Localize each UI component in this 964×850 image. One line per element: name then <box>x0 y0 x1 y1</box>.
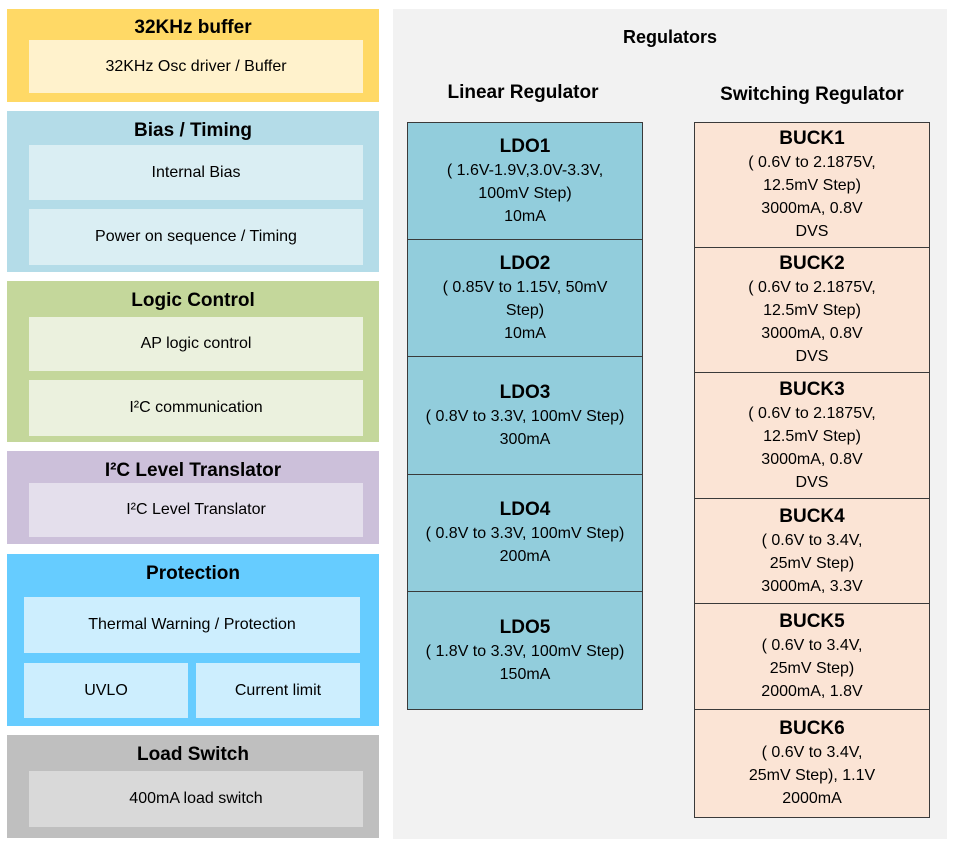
buffer-block: 32KHz buffer 32KHz Osc driver / Buffer <box>7 9 379 102</box>
ldo-box-4: LDO4 ( 0.8V to 3.3V, 100mV Step) 200mA <box>408 475 642 592</box>
ldo-box-spec-line: ( 0.8V to 3.3V, 100mV Step) <box>425 407 625 425</box>
ldo-box-1: LDO1 ( 1.6V-1.9V,3.0V-3.3V, 100mV Step) 10m… <box>408 123 642 240</box>
internal-bias: Internal Bias <box>29 145 363 200</box>
ldo-box-spec-line: 150mA <box>499 665 551 683</box>
buck-box-5: BUCK5 ( 0.6V to 3.4V, 25mV Step) 2000mA, 1.… <box>695 604 929 710</box>
ldo-box-3: LDO3 ( 0.8V to 3.3V, 100mV Step) 300mA <box>408 357 642 475</box>
thermal-warning: Thermal Warning / Protection <box>24 597 360 653</box>
buck-box-2: BUCK2 ( 0.6V to 2.1875V, 12.5mV Step) 3000m… <box>695 248 929 373</box>
buck-box-4: BUCK4 ( 0.6V to 3.4V, 25mV Step) 3000mA, 3.… <box>695 499 929 604</box>
ap-logic-control: AP logic control <box>29 317 363 371</box>
buck-box-spec-line: ( 0.6V to 3.4V, <box>761 744 863 761</box>
buck-box-spec-line: ( 0.6V to 2.1875V, <box>748 154 876 171</box>
i2c-communication: I²C communication <box>29 380 363 436</box>
load-switch-400ma: 400mA load switch <box>29 771 363 827</box>
ldo-box-spec-line: 10mA <box>504 324 546 342</box>
buck-box-spec-line: 2000mA <box>782 790 842 807</box>
linear-regulator-title: Linear Regulator <box>447 82 599 103</box>
buck-box-spec-line: 3000mA, 0.8V <box>761 325 863 342</box>
buck-box-name: BUCK5 <box>779 611 845 632</box>
buck-box-spec-line: 3000mA, 0.8V <box>761 200 863 217</box>
buck-box-spec-line: 25mV Step) <box>769 554 855 572</box>
i2c-translator-title: I²C Level Translator <box>104 460 282 481</box>
buck-box-name: BUCK3 <box>779 378 845 400</box>
power-on-sequence: Power on sequence / Timing <box>29 209 363 265</box>
logic-control-block: Logic Control AP logic control I²C commu… <box>7 281 379 442</box>
switching-regulator-title: Switching Regulator <box>720 84 904 105</box>
ldo-box-2: LDO2 ( 0.85V to 1.15V, 50mV Step) 10mA <box>408 240 642 357</box>
osc-driver-buffer: 32KHz Osc driver / Buffer <box>29 40 363 93</box>
buck-box-spec-line: 12.5mV Step) <box>763 177 861 194</box>
current-limit: Current limit <box>196 663 360 718</box>
protection-title: Protection <box>146 563 240 584</box>
buck-box-spec-line: 25mV Step), 1.1V <box>748 767 876 784</box>
ldo-box-spec-line: ( 1.8V to 3.3V, 100mV Step) <box>425 642 625 660</box>
buck-box-spec-line: DVS <box>795 473 829 491</box>
buck-box-spec-line: ( 0.6V to 3.4V, <box>761 531 863 549</box>
bias-timing-block: Bias / Timing Internal Bias Power on seq… <box>7 111 379 272</box>
buck-box-spec-line: DVS <box>795 348 829 365</box>
ldo-box-name: LDO3 <box>499 381 551 403</box>
ldo-box-spec-line: 10mA <box>504 207 546 225</box>
ldo-box-spec-line: 300mA <box>499 430 551 448</box>
i2c-level-translator: I²C Level Translator <box>29 483 363 537</box>
buck-box-spec-line: ( 0.6V to 2.1875V, <box>748 279 876 296</box>
protection-block: Protection Thermal Warning / Protection … <box>7 554 379 726</box>
buck-box-spec-line: 25mV Step) <box>769 660 855 677</box>
ldo-box-spec-line: 200mA <box>499 548 551 565</box>
buck-box-6: BUCK6 ( 0.6V to 3.4V, 25mV Step), 1.1V 2000… <box>695 710 929 817</box>
load-switch-title: Load Switch <box>137 744 249 765</box>
ldo-box-spec-line: ( 1.6V-1.9V,3.0V-3.3V, <box>446 161 604 179</box>
buck-box-spec-line: 12.5mV Step) <box>763 302 861 319</box>
buck-box-name: BUCK4 <box>779 505 845 527</box>
ldo-box-name: LDO1 <box>499 135 551 157</box>
ldo-stack: LDO1 ( 1.6V-1.9V,3.0V-3.3V, 100mV Step) 10m… <box>407 122 643 710</box>
ldo-box-spec-line: ( 0.85V to 1.15V, 50mV <box>442 278 608 296</box>
ldo-box-spec-line: Step) <box>505 301 545 319</box>
buck-box-name: BUCK6 <box>779 718 845 739</box>
ldo-box-spec-line: ( 0.8V to 3.3V, 100mV Step) <box>425 525 625 542</box>
regulators-panel: Regulators Linear Regulator Switching Re… <box>393 9 947 839</box>
buck-stack: BUCK1 ( 0.6V to 2.1875V, 12.5mV Step) 3000m… <box>694 122 930 818</box>
buck-box-spec-line: 2000mA, 1.8V <box>761 683 863 700</box>
buck-box-spec-line: 3000mA, 3.3V <box>761 577 863 595</box>
uvlo: UVLO <box>24 663 188 718</box>
ldo-box-name: LDO2 <box>499 252 551 274</box>
ldo-box-5: LDO5 ( 1.8V to 3.3V, 100mV Step) 150mA <box>408 592 642 709</box>
ldo-box-spec-line: 100mV Step) <box>478 184 572 202</box>
buck-box-name: BUCK2 <box>779 253 845 274</box>
buck-box-spec-line: 3000mA, 0.8V <box>761 450 863 468</box>
buck-box-spec-line: ( 0.6V to 3.4V, <box>761 637 863 654</box>
buck-box-spec-line: 12.5mV Step) <box>763 427 861 445</box>
buck-box-name: BUCK1 <box>779 128 845 149</box>
buck-box-spec-line: DVS <box>795 223 829 240</box>
buck-box-3: BUCK3 ( 0.6V to 2.1875V, 12.5mV Step) 3000m… <box>695 373 929 499</box>
buck-box-1: BUCK1 ( 0.6V to 2.1875V, 12.5mV Step) 3000m… <box>695 123 929 248</box>
buffer-block-title: 32KHz buffer <box>134 17 252 38</box>
load-switch-block: Load Switch 400mA load switch <box>7 735 379 838</box>
ldo-box-name: LDO4 <box>499 499 551 520</box>
regulators-title: Regulators <box>622 27 718 47</box>
ldo-box-name: LDO5 <box>499 616 551 638</box>
buck-box-spec-line: ( 0.6V to 2.1875V, <box>748 404 876 422</box>
logic-control-title: Logic Control <box>131 290 255 311</box>
i2c-translator-block: I²C Level Translator I²C Level Translato… <box>7 451 379 544</box>
bias-timing-title: Bias / Timing <box>134 120 252 141</box>
